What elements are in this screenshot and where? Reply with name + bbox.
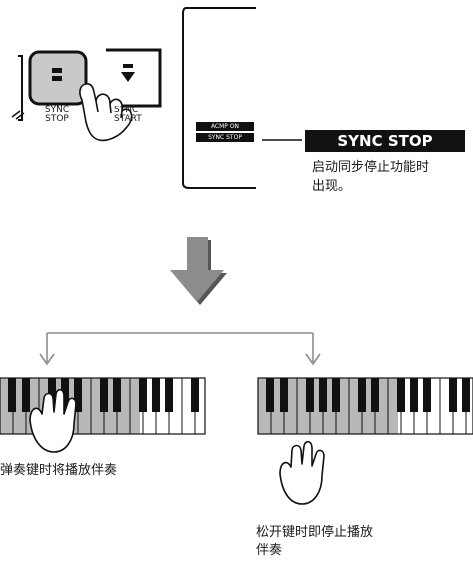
sync-start-button[interactable] bbox=[106, 48, 162, 108]
sync-stop-label-line2: STOP bbox=[45, 114, 69, 124]
acmp-on-indicator bbox=[196, 122, 254, 131]
sync-stop-indicator-label: SYNC STOP bbox=[208, 134, 242, 141]
caption-right-line2: 伴奏 bbox=[256, 543, 283, 558]
sync-stop-indicator bbox=[196, 133, 254, 142]
lcd-display-frame bbox=[182, 7, 256, 189]
panel-mark-icon bbox=[11, 110, 25, 120]
hand-on-keys-icon bbox=[29, 388, 77, 453]
sync-stop-button-glyph-top bbox=[52, 68, 62, 73]
sync-start-button-label: SYNC START bbox=[114, 106, 160, 124]
sync-start-glyph-bar bbox=[123, 64, 133, 68]
control-panel bbox=[11, 48, 162, 121]
sync-stop-badge-label: SYNC STOP bbox=[337, 132, 433, 150]
callout-description-line1: 启动同步停止功能时 bbox=[312, 160, 430, 175]
caption-left: 弹奏键时将播放伴奏 bbox=[0, 463, 118, 478]
hand-released-icon bbox=[279, 440, 325, 505]
branch-connector bbox=[39, 332, 321, 366]
keyboard-right bbox=[257, 377, 473, 435]
down-arrow-icon bbox=[170, 237, 227, 305]
panel-left-edge bbox=[18, 55, 23, 121]
sync-stop-label-line1: SYNC bbox=[44, 105, 70, 115]
caption-right-line1: 松开键时即停止播放 bbox=[256, 525, 374, 540]
sync-start-label-line1: SYNC bbox=[114, 106, 139, 115]
callout-description: 启动同步停止功能时 出现。 bbox=[312, 158, 429, 196]
sync-start-label-line2: START bbox=[114, 114, 142, 124]
sync-stop-badge bbox=[305, 130, 465, 152]
sync-start-glyph-arrow bbox=[121, 72, 135, 82]
acmp-on-label: ACMP ON bbox=[210, 123, 240, 130]
pressing-hand-icon bbox=[79, 83, 133, 142]
callout-description-line2: 出现。 bbox=[312, 179, 352, 194]
caption-right: 松开键时即停止播放 伴奏 bbox=[256, 524, 373, 560]
sync-stop-button-glyph-bottom bbox=[52, 76, 62, 81]
sync-stop-button-label: SYNC STOP bbox=[38, 106, 76, 124]
